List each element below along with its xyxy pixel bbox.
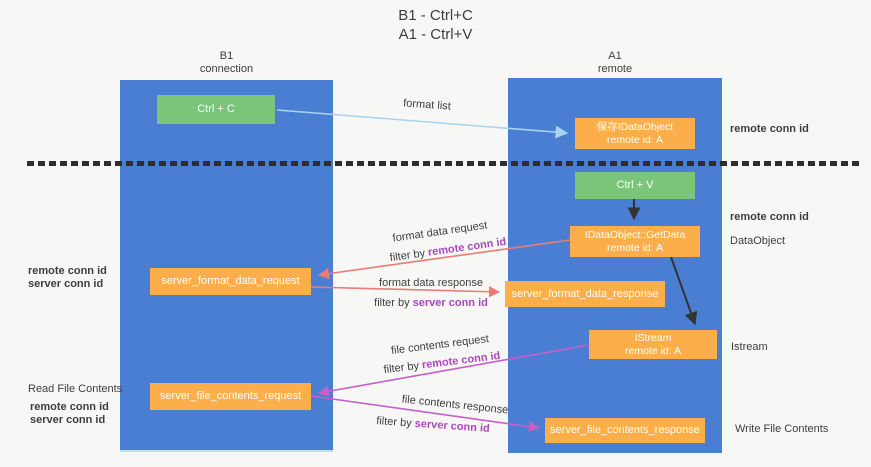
read-file-contents-annotation: Read File Contents <box>28 383 123 395</box>
istream-line1: IStream <box>634 331 672 344</box>
filter-by-text: filter by <box>374 297 413 309</box>
getdata-box: IDataObject::GetData remote id: A <box>570 226 700 257</box>
left-column-header: B1 connection <box>120 50 333 76</box>
ctrl-c-label: Ctrl + C <box>197 103 235 115</box>
filter-by-text: filter by <box>375 415 416 430</box>
server-conn-id-text: server conn id <box>414 417 491 435</box>
server-file-contents-response-label: server_file_contents_response <box>550 424 700 436</box>
right-remote-conn-id-2: remote conn id <box>730 211 809 223</box>
right-column-name: A1 <box>608 50 622 62</box>
ctrl-v-box: Ctrl + V <box>575 172 695 199</box>
left-column-name: B1 <box>219 50 234 62</box>
diagram-title: B1 - Ctrl+C A1 - Ctrl+V <box>0 6 871 44</box>
right-column-role: remote <box>597 63 633 75</box>
save-dataobject-box: 保存IDataObject remote id: A <box>575 118 695 149</box>
left-remote-conn-id-1: remote conn id <box>28 265 107 277</box>
filter-by-text: filter by <box>383 359 423 377</box>
title-line-2: A1 - Ctrl+V <box>398 26 473 43</box>
filter-by-server-conn-id-label-1: filter by server conn id <box>361 297 501 309</box>
istream-box: IStream remote id: A <box>589 330 717 359</box>
filter-by-text: filter by <box>389 246 429 265</box>
server-format-data-response-label: server_format_data_response <box>511 287 659 300</box>
title-line-1: B1 - Ctrl+C <box>398 7 473 24</box>
server-file-contents-request-box: server_file_contents_request <box>150 383 311 410</box>
server-format-data-request-box: server_format_data_request <box>150 268 311 295</box>
left-column-role: connection <box>199 63 254 75</box>
server-file-contents-request-label: server_file_contents_request <box>159 390 302 402</box>
ctrl-v-label: Ctrl + V <box>616 179 654 191</box>
server-conn-id-text: server conn id <box>412 297 488 309</box>
format-list-label: format list <box>402 97 452 113</box>
save-dataobject-line1: 保存IDataObject <box>596 120 674 133</box>
dataobject-annotation: DataObject <box>730 235 786 247</box>
format-data-response-label: format data response <box>379 277 483 289</box>
left-remote-conn-id-2: remote conn id <box>30 401 109 413</box>
istream-annotation: Istream <box>731 341 768 353</box>
left-server-conn-id-1: server conn id <box>28 278 104 290</box>
server-file-contents-response-box: server_file_contents_response <box>545 418 705 443</box>
write-file-contents-annotation: Write File Contents <box>735 423 829 435</box>
left-server-conn-id-2: server conn id <box>30 414 106 426</box>
dashed-separator <box>27 161 860 166</box>
remote-conn-id-text: remote conn id <box>427 235 507 259</box>
istream-line2: remote id: A <box>624 344 682 357</box>
right-remote-conn-id-1: remote conn id <box>730 123 809 135</box>
right-column-header: A1 remote <box>508 50 722 76</box>
server-format-data-request-label: server_format_data_request <box>161 275 300 287</box>
save-dataobject-line2: remote id: A <box>606 133 664 146</box>
getdata-line1: IDataObject::GetData <box>584 228 686 241</box>
getdata-line2: remote id: A <box>606 241 664 254</box>
ctrl-c-box: Ctrl + C <box>157 95 275 124</box>
remote-conn-id-text: remote conn id <box>421 349 501 372</box>
server-format-data-response-box: server_format_data_response <box>505 281 665 307</box>
filter-by-server-conn-id-label-2: filter by server conn id <box>363 414 503 436</box>
file-contents-response-label: file contents response <box>401 393 509 417</box>
